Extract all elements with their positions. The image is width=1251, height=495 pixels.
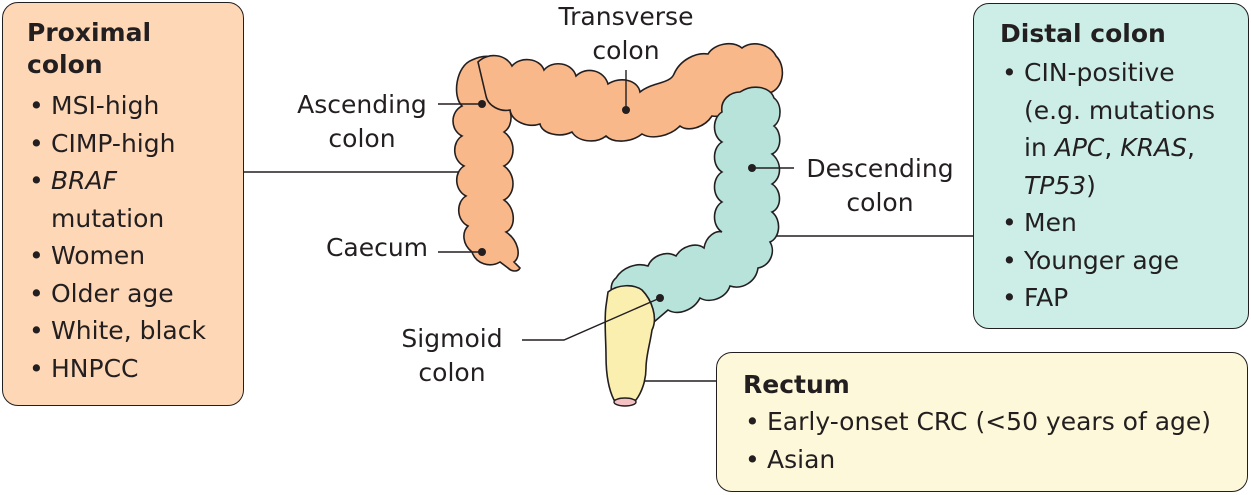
transverse-dot [622,106,630,114]
proximal-colon-list: MSI-high CIMP-high BRAF mutation Women O… [27,87,243,387]
descending-colon-label-text: Descending colon [806,154,954,217]
distal-colon-title: Distal colon [1000,19,1166,48]
transverse-colon-label: Transverse colon [548,0,704,68]
descending-dot [748,164,756,172]
list-item: CIMP-high [27,125,243,163]
ascending-colon-label: Ascending colon [284,88,440,156]
ascending-dot [478,100,486,108]
sigmoid-leader [522,297,661,341]
caecum-dot [478,248,486,256]
list-item: HNPCC [27,350,243,388]
list-item: Older age [27,275,243,313]
sigmoid-colon-label-text: Sigmoid colon [401,324,503,387]
caecum-label-text: Caecum [325,233,429,262]
sigmoid-colon-label: Sigmoid colon [384,322,520,390]
descending-colon-label: Descending colon [794,152,966,220]
proximal-colon-box: Proximal colon MSI-high CIMP-high BRAF m… [2,2,244,406]
transverse-colon-shape [477,42,784,142]
caecum-label: Caecum [316,231,438,265]
list-item: Men [1000,204,1248,242]
list-item: Asian [743,441,1247,479]
list-item: FAP [1000,279,1248,317]
distal-colon-list: CIN-positive (e.g. mutations in APC, KRA… [1000,54,1248,317]
sigmoid-dot [656,294,664,302]
rectum-list: Early-onset CRC (<50 years of age) Asian [743,403,1247,479]
rectum-box: Rectum Early-onset CRC (<50 years of age… [716,352,1248,492]
list-item: Early-onset CRC (<50 years of age) [743,403,1247,441]
rectum-shape [604,284,656,407]
list-item: MSI-high [27,87,243,125]
transverse-colon-label-text: Transverse colon [558,2,694,65]
rectum-title: Rectum [743,370,850,399]
list-item: Women [27,237,243,275]
proximal-colon-title: Proximal colon [27,18,152,79]
list-item: CIN-positive (e.g. mutations in APC, KRA… [1000,54,1234,204]
ascending-colon-label-text: Ascending colon [297,90,427,153]
distal-colon-box: Distal colon CIN-positive (e.g. mutation… [973,3,1249,329]
list-item: White, black [27,312,243,350]
list-item: BRAF mutation [27,162,201,237]
list-item: Younger age [1000,242,1248,280]
